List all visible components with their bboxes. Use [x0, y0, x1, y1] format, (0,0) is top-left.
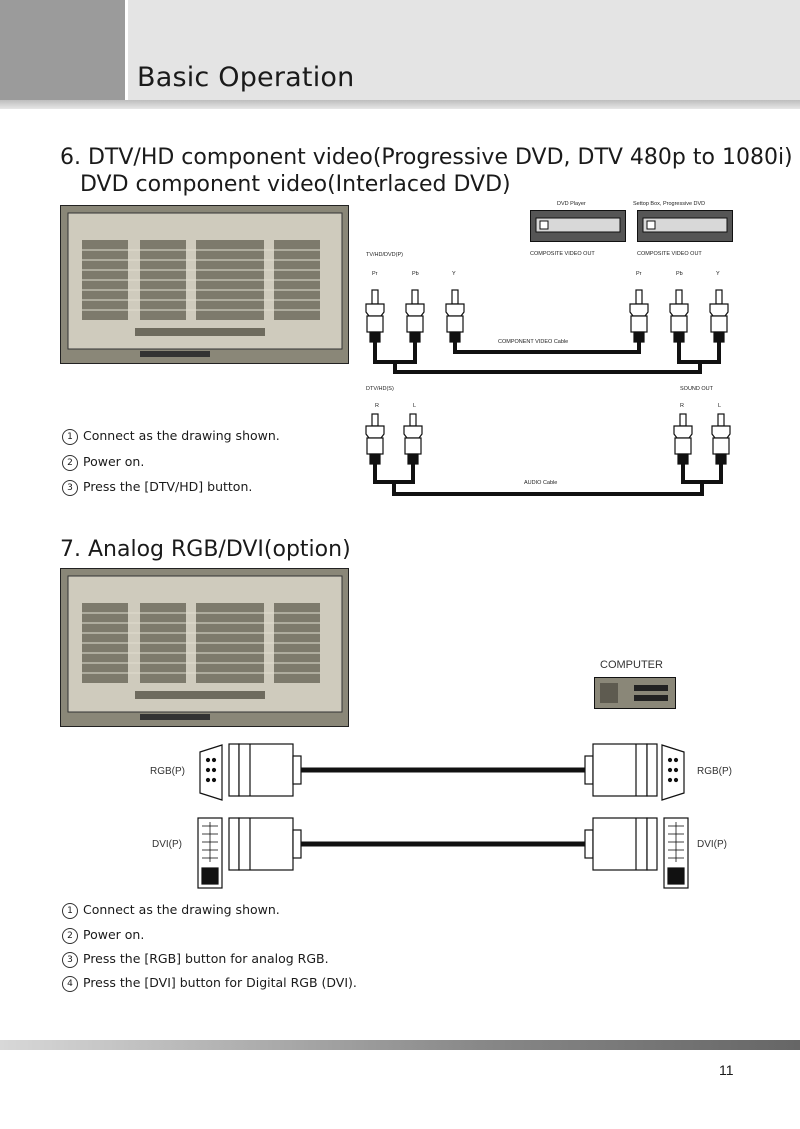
step-number: 3 [62, 952, 78, 968]
step-number: 3 [62, 480, 78, 496]
dvi-right-label: DVI(P) [697, 839, 727, 850]
section6-title: 6. DTV/HD component video(Progressive DV… [60, 145, 793, 170]
video-pin-left-pr: Pr [372, 271, 378, 277]
dvd-output-label: COMPOSITE VIDEO OUT [530, 251, 595, 257]
video-pin-left-pb: Pb [412, 271, 419, 277]
audio-input-label: DTV/HD(S) [366, 386, 394, 392]
rgb-left-label: RGB(P) [150, 766, 185, 777]
audio-output-label: SOUND OUT [680, 386, 713, 392]
dvd-player-icon [530, 210, 626, 242]
component-video-cable-icon [365, 289, 729, 374]
section6-subtitle: DVD component video(Interlaced DVD) [80, 172, 511, 197]
rgb-cable-icon [199, 743, 685, 801]
settop-box-label: Settop Box, Progressive DVD [633, 201, 706, 207]
computer-label: COMPUTER [600, 659, 663, 671]
audio-pin-left-r: R [375, 403, 379, 409]
component-cable-label: COMPONENT VIDEO Cable [498, 339, 569, 345]
video-pin-right-pb: Pb [676, 271, 683, 277]
computer-icon [594, 677, 676, 709]
rgb-right-label: RGB(P) [697, 766, 732, 777]
audio-pin-left-l: L [413, 403, 417, 409]
video-input-label: TV/HD/DVD(P) [366, 252, 403, 258]
step-number: 2 [62, 455, 78, 471]
audio-pin-right-l: L [718, 403, 722, 409]
header-block-dark [0, 0, 125, 100]
step-number: 1 [62, 903, 78, 919]
video-pin-right-y: Y [716, 271, 720, 277]
header-divider [0, 100, 800, 109]
page-number: 11 [719, 1062, 734, 1078]
step-number: 2 [62, 928, 78, 944]
dvi-left-label: DVI(P) [152, 839, 182, 850]
step-number: 4 [62, 976, 78, 992]
header-block-light [128, 0, 800, 100]
dvd-player-label: DVD Player [557, 201, 586, 207]
video-pin-right-pr: Pr [636, 271, 642, 277]
audio-pin-right-r: R [680, 403, 684, 409]
audio-cable-label: AUDIO Cable [524, 480, 558, 486]
audio-cable-icon [365, 413, 731, 496]
settop-output-label: COMPOSITE VIDEO OUT [637, 251, 702, 257]
settop-box-icon [637, 210, 733, 242]
video-pin-left-y: Y [452, 271, 456, 277]
footer-divider [0, 1040, 800, 1050]
dvi-cable-icon [197, 817, 689, 889]
display-panel-back-icon [60, 205, 349, 364]
step-number: 1 [62, 429, 78, 445]
page-title: Basic Operation [137, 62, 355, 93]
section7-title: 7. Analog RGB/DVI(option) [60, 537, 351, 562]
display-panel-back-icon [60, 568, 349, 727]
